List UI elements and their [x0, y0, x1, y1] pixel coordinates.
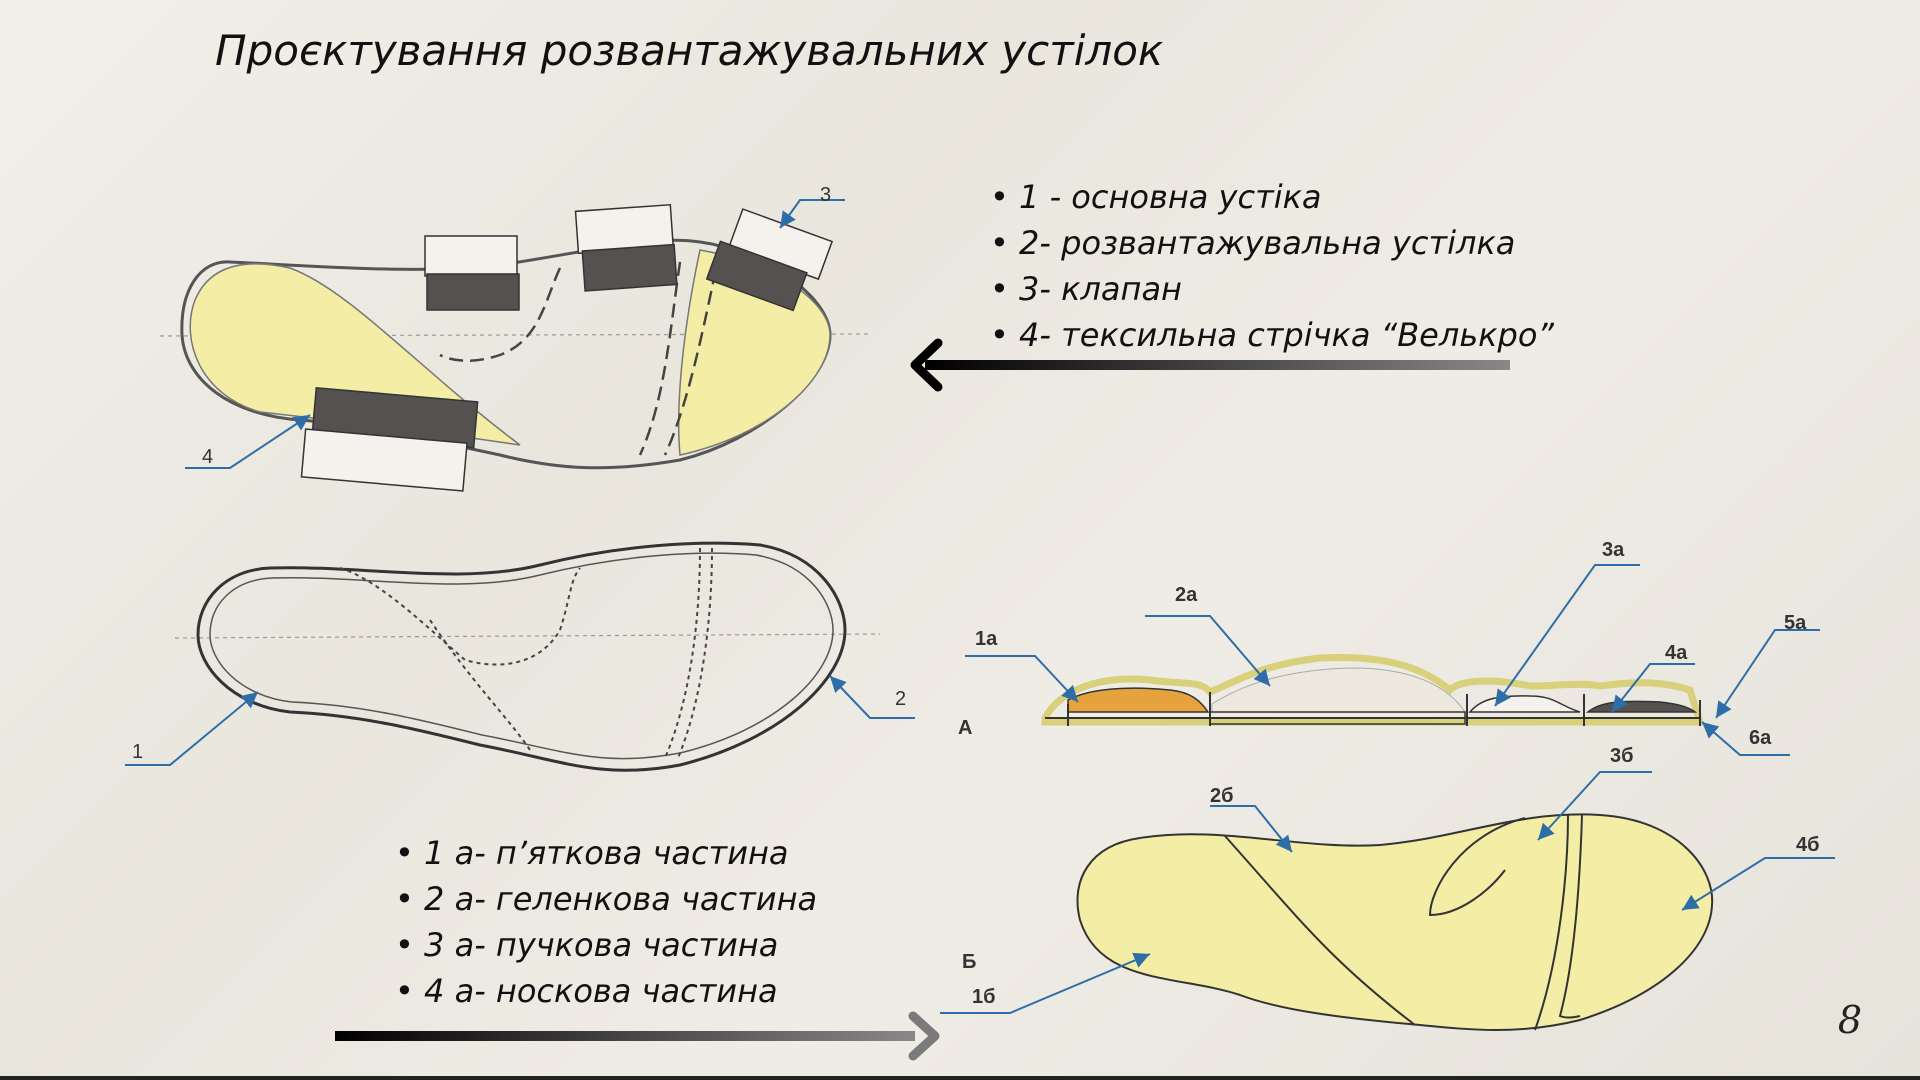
legend-item: 2- розвантажувальна устілка — [990, 220, 1554, 266]
top-insole-figure: 3 4 — [159, 184, 871, 492]
legend-item: 4- тексильна стрічка “Велькро” — [990, 312, 1554, 358]
label-B: Б — [962, 951, 976, 973]
velcro-strap-1 — [424, 235, 520, 311]
label-2: 2 — [895, 688, 906, 710]
page-number: 8 — [1837, 998, 1862, 1042]
legend-item: 1 - основна устіка — [990, 174, 1554, 220]
legend-sections: 1 а- п’яткова частина 2 а- геленкова час… — [395, 830, 817, 1014]
legend-item: 1 а- п’яткова частина — [395, 830, 817, 876]
label-4b: 4б — [1796, 834, 1819, 856]
label-3: 3 — [820, 184, 831, 206]
label-1: 1 — [132, 741, 143, 763]
legend-item: 2 а- геленкова частина — [395, 876, 817, 922]
velcro-strap-4 — [300, 387, 479, 492]
label-3a: 3а — [1602, 539, 1625, 561]
legend-item: 3- клапан — [990, 266, 1554, 312]
label-1b: 1б — [972, 986, 995, 1008]
legend-item: 4 а- носкова частина — [395, 968, 817, 1014]
cross-section-figure: 1а 2а 3а 4а 5а 6а А — [958, 539, 1820, 756]
label-4a: 4а — [1665, 642, 1688, 664]
label-4: 4 — [202, 446, 213, 468]
label-A: А — [958, 717, 972, 739]
label-2b: 2б — [1210, 785, 1233, 807]
bottom-divider — [0, 1076, 1920, 1080]
label-6a: 6а — [1749, 727, 1772, 749]
page-title: Проєктування розвантажувальних устілок — [215, 26, 1164, 75]
arrow-left-icon — [910, 338, 1510, 392]
plan-view-figure: 1б 2б 3б 4б Б — [940, 745, 1835, 1031]
base-insole-figure: 1 2 — [125, 541, 915, 772]
legend-item: 3 а- пучкова частина — [395, 922, 817, 968]
label-5a: 5а — [1784, 612, 1807, 634]
velcro-strap-2 — [574, 203, 678, 292]
label-3b: 3б — [1610, 745, 1633, 767]
arrow-right-icon — [335, 1011, 940, 1061]
label-1a: 1а — [975, 628, 998, 650]
label-2a: 2а — [1175, 584, 1198, 606]
velcro-strap-3 — [705, 208, 834, 312]
legend-components: 1 - основна устіка 2- розвантажувальна у… — [990, 174, 1554, 358]
